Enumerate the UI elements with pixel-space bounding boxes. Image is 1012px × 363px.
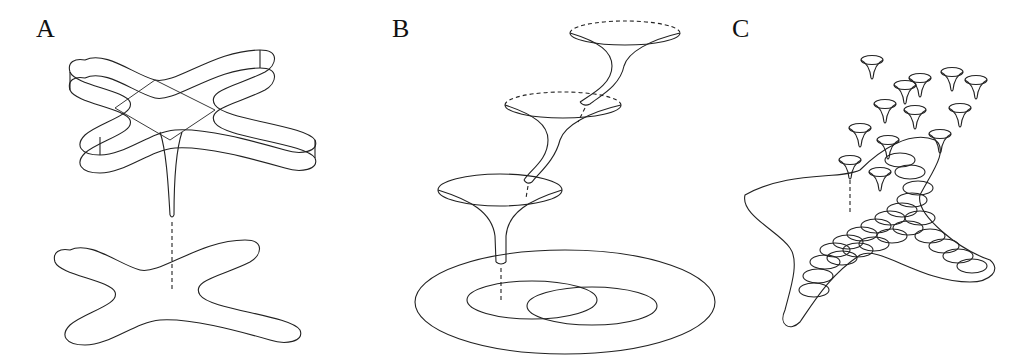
panel-letter: B [392, 16, 409, 42]
cross-domain [54, 240, 300, 345]
region-cover [745, 56, 995, 327]
funnel-stack [415, 21, 715, 354]
saddle-surface [69, 50, 315, 217]
panel-letter: A [36, 16, 55, 42]
panel-letter: C [732, 16, 749, 42]
projection-line [171, 222, 172, 290]
